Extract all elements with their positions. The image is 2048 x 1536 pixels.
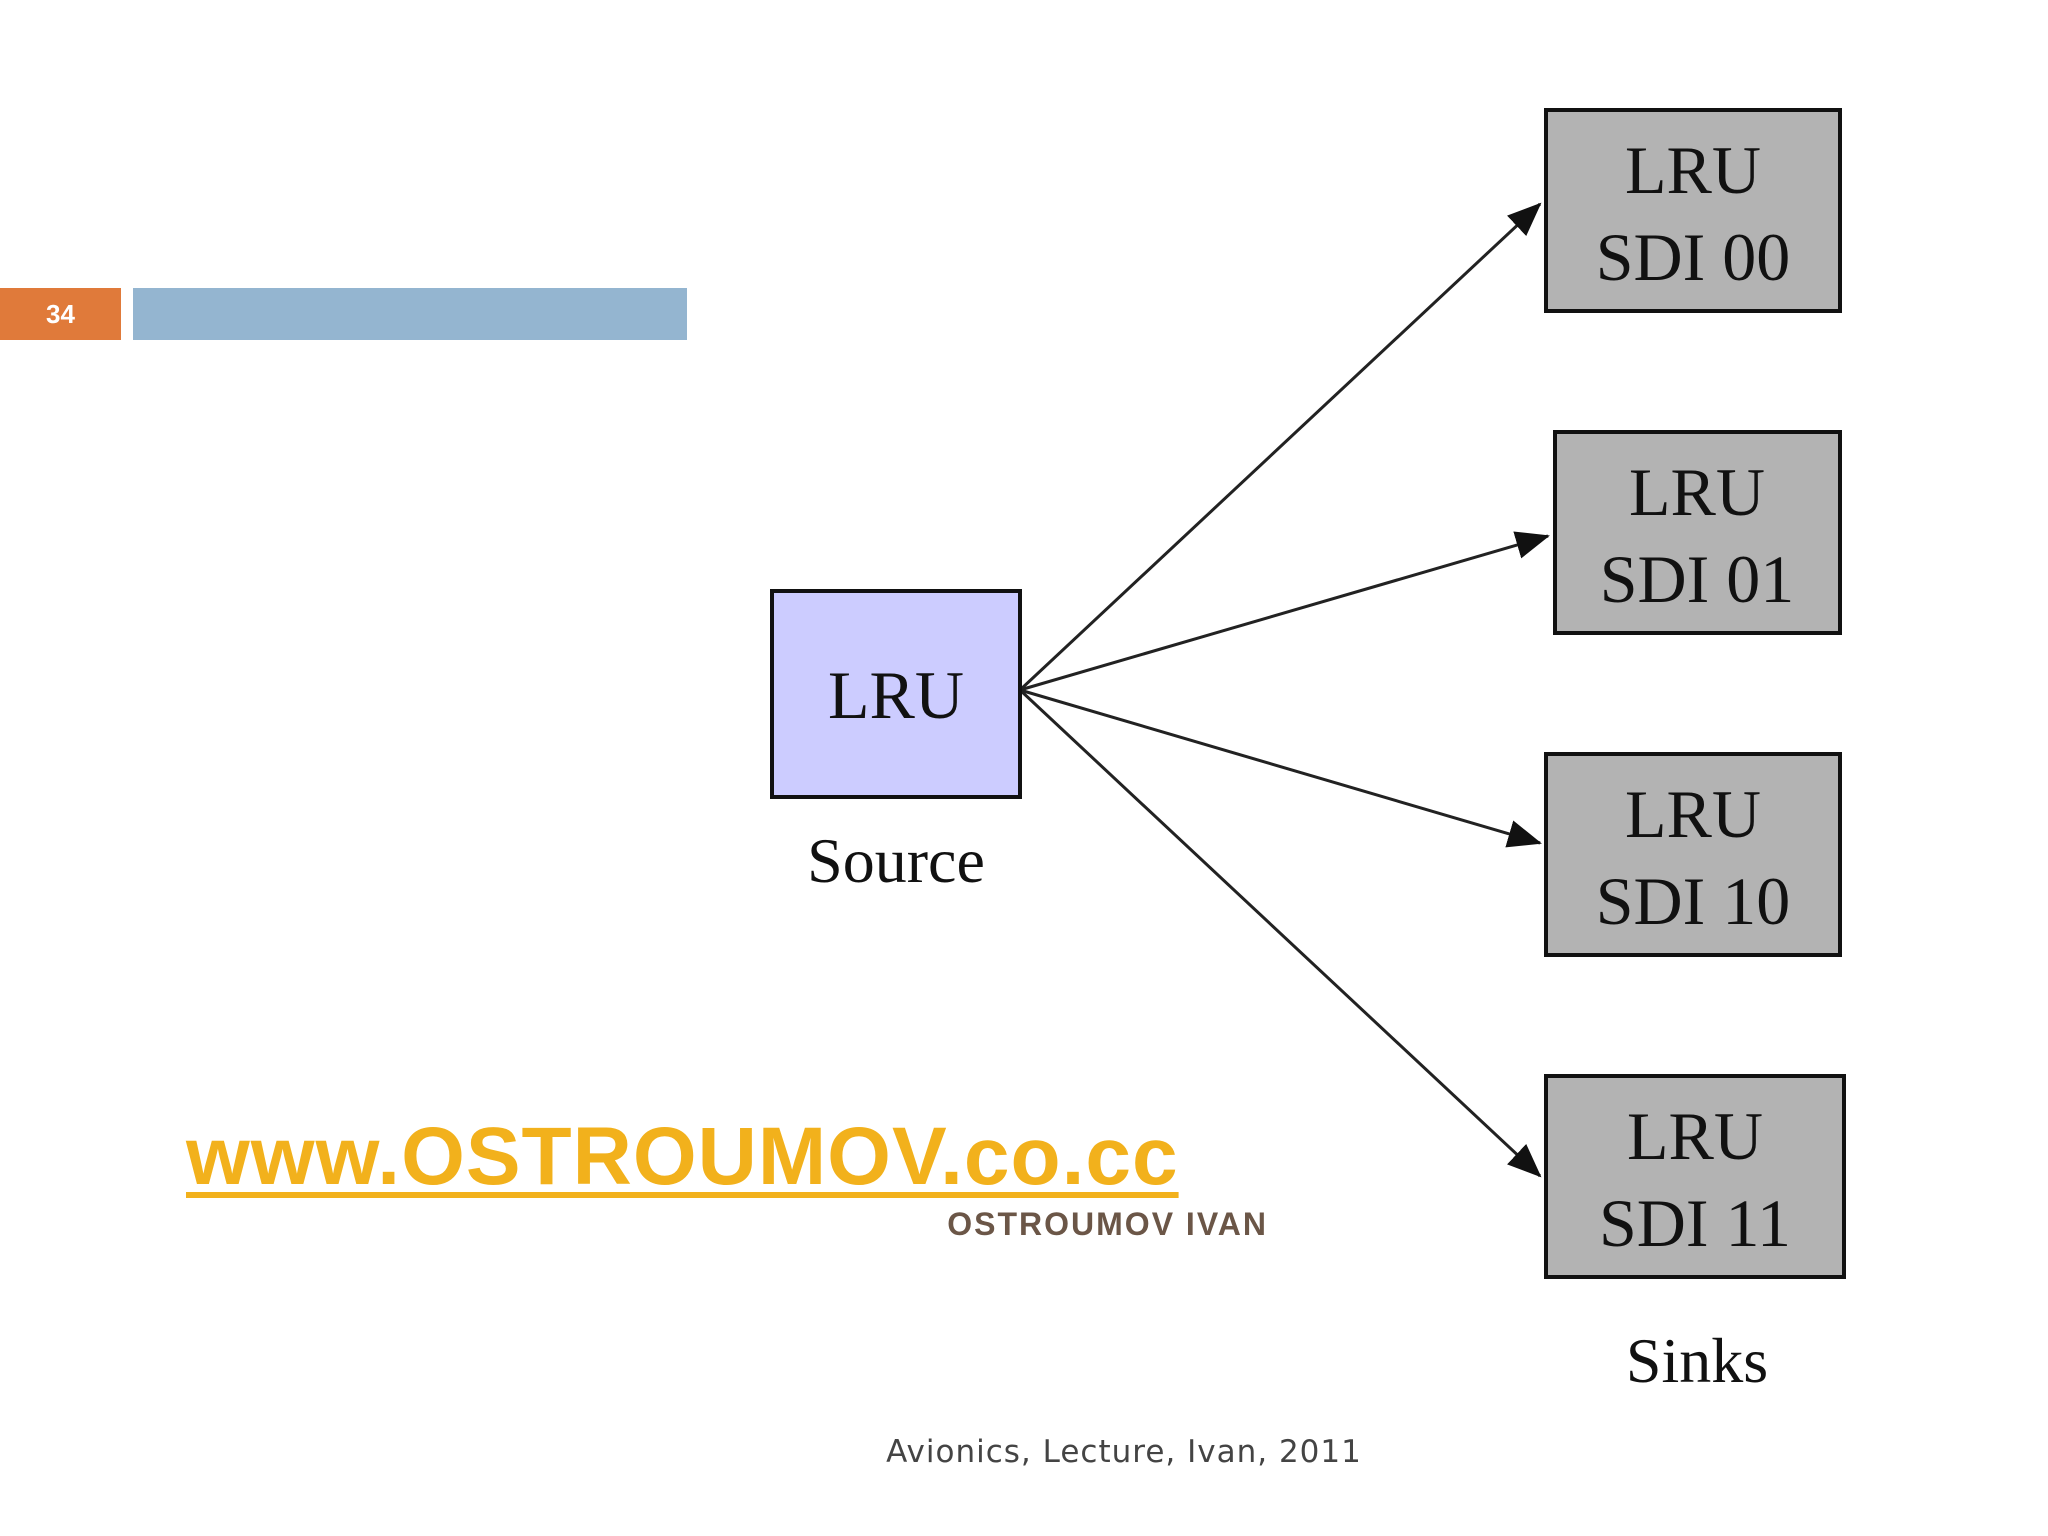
- sink-box-sdi-11: [1544, 1074, 1846, 1279]
- watermark-author: OSTROUMOV IVAN: [947, 1206, 1268, 1242]
- title-bar: [133, 288, 687, 340]
- source-box-label: LRU: [828, 657, 964, 733]
- sink-sdi-11-line2: SDI 11: [1599, 1185, 1791, 1261]
- sink-box-sdi-00: [1544, 108, 1842, 313]
- sink-sdi-00-line1: LRU: [1625, 132, 1761, 208]
- arrow-to-sdi-01: [1019, 531, 1550, 692]
- sink-sdi-01-line1: LRU: [1629, 454, 1765, 530]
- watermark-url[interactable]: www.OSTROUMOV.co.cc: [186, 1111, 1179, 1202]
- arrow-to-sdi-11: [1018, 688, 1542, 1178]
- arrow-to-sdi-00: [1018, 202, 1542, 692]
- slide-footer: Avionics, Lecture, Ivan, 2011: [886, 1434, 1362, 1470]
- arrow-to-sdi-10: [1019, 688, 1542, 848]
- sink-sdi-10-line2: SDI 10: [1596, 863, 1791, 939]
- sink-sdi-01-line2: SDI 01: [1600, 541, 1795, 617]
- sink-box-sdi-10: [1544, 752, 1842, 957]
- source-box: [770, 589, 1022, 799]
- sinks-caption: Sinks: [1626, 1325, 1768, 1396]
- sink-sdi-00-line2: SDI 00: [1596, 219, 1791, 295]
- sink-box-sdi-01: [1553, 430, 1842, 635]
- sink-sdi-11-line1: LRU: [1627, 1098, 1763, 1174]
- sink-sdi-10-line1: LRU: [1625, 776, 1761, 852]
- source-caption: Source: [807, 825, 985, 896]
- slide-number-badge: 34: [0, 288, 121, 340]
